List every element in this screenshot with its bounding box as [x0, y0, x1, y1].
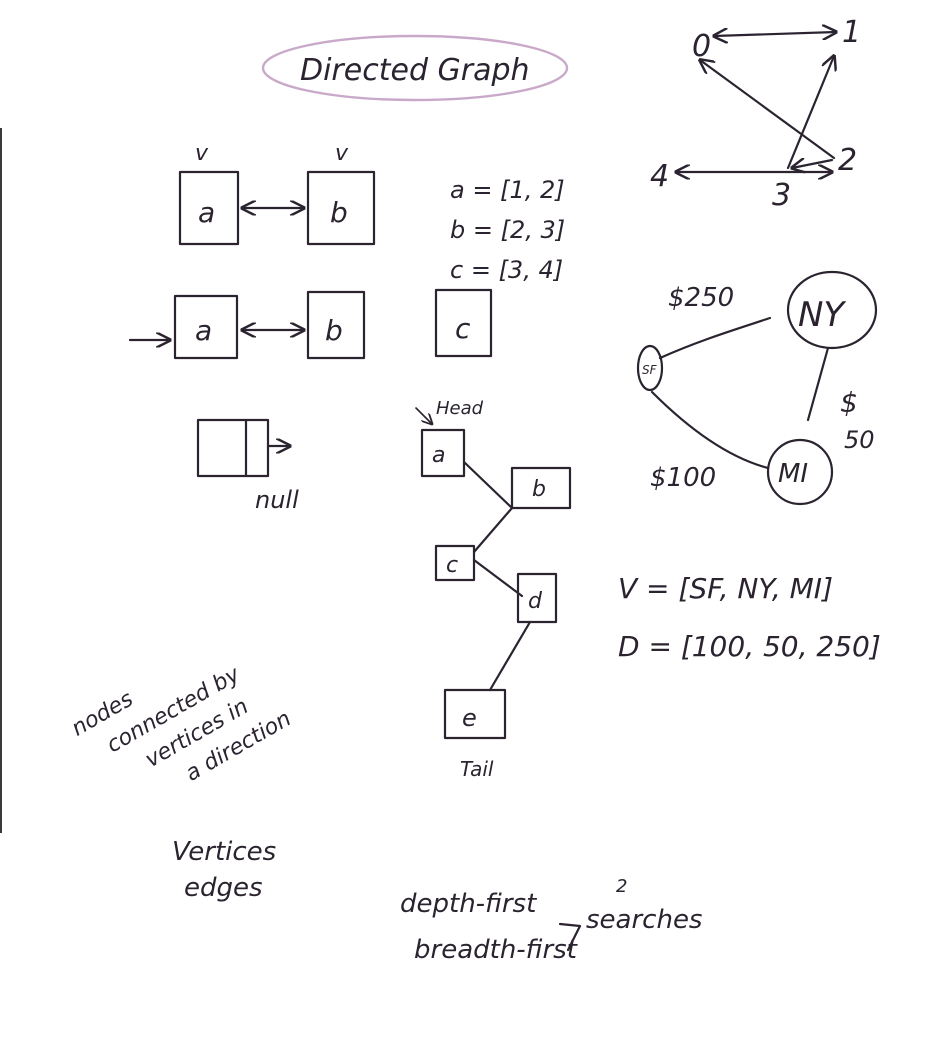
tree-label-e: e — [462, 704, 477, 732]
d-array: D = [100, 50, 250] — [618, 630, 881, 663]
edge-sf-ny — [658, 316, 772, 360]
node-box-c — [434, 288, 493, 358]
vertex-2: 2 — [838, 143, 857, 178]
node-label-b1: b — [330, 196, 348, 229]
city-label-ny: NY — [798, 295, 846, 335]
title-ellipse — [261, 34, 569, 102]
search-label: searches — [586, 905, 702, 935]
node-box-a1 — [178, 170, 240, 246]
tree-label-c: c — [446, 553, 458, 578]
weight-ny-mi-value: 50 — [844, 426, 875, 454]
tree-node-a — [420, 428, 466, 478]
edge-2-3 — [792, 160, 834, 168]
city-node-sf — [636, 344, 664, 392]
search-depth-first: depth-first — [400, 889, 537, 919]
search-breadth-first: breadth-first — [414, 935, 578, 965]
tree-label-a: a — [432, 443, 445, 468]
array-b: b = [2, 3] — [450, 216, 565, 244]
pointer-label-b: v — [335, 141, 349, 166]
edge-0-1 — [714, 32, 836, 36]
node-label-c: c — [455, 312, 471, 345]
tree-edges — [462, 460, 532, 692]
vertex-0: 0 — [692, 29, 711, 64]
head-arrow — [415, 407, 432, 424]
edge-ny-mi — [806, 346, 830, 422]
term-vertices: Vertices — [172, 837, 276, 867]
vertex-1: 1 — [842, 15, 861, 50]
null-label: null — [255, 486, 299, 514]
tree-node-b — [510, 466, 572, 510]
tail-label: Tail — [460, 757, 494, 781]
tree-node-d — [516, 572, 558, 624]
vertex-3: 3 — [772, 178, 791, 213]
tree-label-b: b — [532, 477, 546, 502]
edge-sf-mi — [650, 390, 770, 470]
city-label-sf: SF — [642, 363, 658, 377]
edge-2-0 — [700, 60, 836, 160]
null-node-box — [196, 418, 270, 478]
term-edges: edges — [184, 873, 263, 903]
tree-label-d: d — [528, 589, 543, 614]
search-bracket — [558, 922, 582, 952]
weight-sf-mi: $100 — [650, 463, 716, 493]
weight-sf-ny: $250 — [668, 283, 734, 313]
tree-node-e — [443, 688, 507, 740]
vertex-4: 4 — [650, 159, 669, 194]
array-c: c = [3, 4] — [450, 256, 563, 284]
array-a: a = [1, 2] — [450, 176, 565, 204]
city-node-mi — [766, 438, 834, 506]
definition-note: nodes connected by vertices in a directi… — [68, 662, 296, 787]
pointer-label-a: v — [195, 141, 209, 166]
node-box-b2 — [306, 290, 366, 360]
search-count: 2 — [616, 876, 627, 897]
tree-node-c — [434, 544, 476, 582]
v-array: V = [SF, NY, MI] — [618, 572, 833, 605]
node-box-a2 — [173, 294, 239, 360]
page-title: Directed Graph — [300, 53, 530, 88]
board-edge-shadow — [0, 128, 2, 833]
city-node-ny — [786, 270, 878, 350]
weight-ny-mi-symbol: $ — [840, 386, 858, 419]
city-label-mi: MI — [778, 459, 808, 489]
node-label-b2: b — [325, 314, 343, 347]
node-label-a1: a — [198, 196, 215, 229]
node-box-b1 — [306, 170, 376, 246]
node-label-a2: a — [195, 314, 212, 347]
edge-3-1 — [786, 56, 834, 170]
head-label: Head — [436, 398, 484, 419]
